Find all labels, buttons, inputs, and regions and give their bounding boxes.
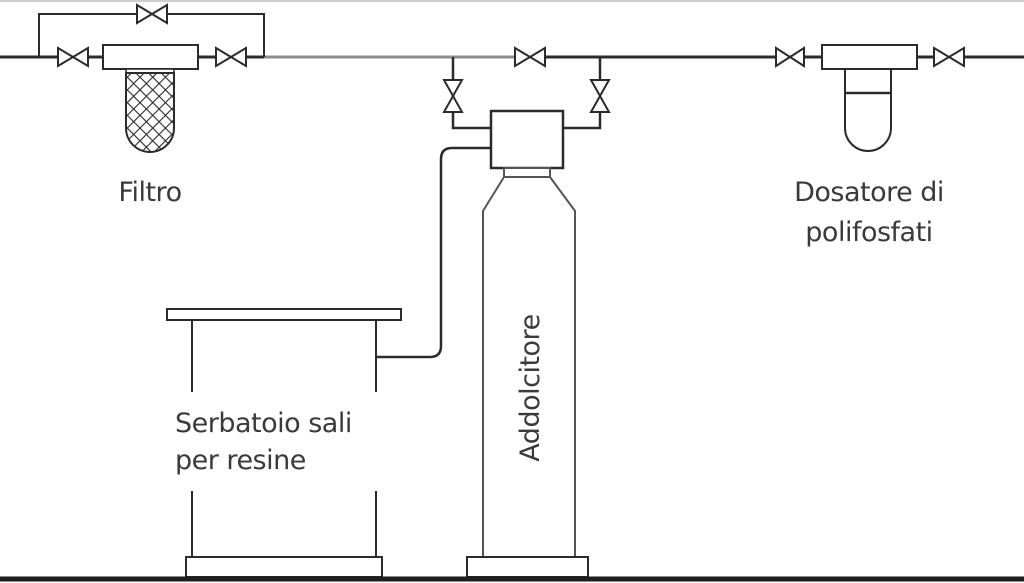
dosing-label-line2: polifosfati (805, 217, 932, 248)
brine-tank[interactable] (166, 308, 402, 578)
valve-icon[interactable] (57, 46, 89, 68)
valve-icon[interactable] (775, 46, 805, 68)
softener-branch-pipes (451, 57, 602, 130)
valve-icon[interactable] (442, 79, 464, 113)
dosing-label-line1: Dosatore di (794, 177, 944, 208)
valve-icon[interactable] (215, 46, 247, 68)
valve-icon[interactable] (136, 3, 168, 25)
filter-housing (102, 44, 199, 70)
filter-bypass-pipe (38, 13, 265, 57)
softener-control-head[interactable] (489, 109, 565, 170)
top-border (0, 0, 1024, 2)
filter-label: Filtro (118, 177, 181, 208)
softener-label: Addolcitore (515, 314, 546, 461)
brine-line (377, 146, 491, 359)
dosing-unit[interactable] (821, 44, 918, 152)
brine-tank-label-line2: per resine (175, 445, 306, 476)
filter-unit[interactable] (102, 44, 199, 153)
valve-icon[interactable] (933, 46, 965, 68)
brine-tank-label-line1: Serbatoio sali (175, 408, 352, 439)
valve-icon[interactable] (514, 46, 546, 68)
valve-icon[interactable] (589, 79, 611, 113)
softener-tank[interactable] (466, 167, 589, 578)
filter-mesh-cartridge (125, 72, 175, 153)
